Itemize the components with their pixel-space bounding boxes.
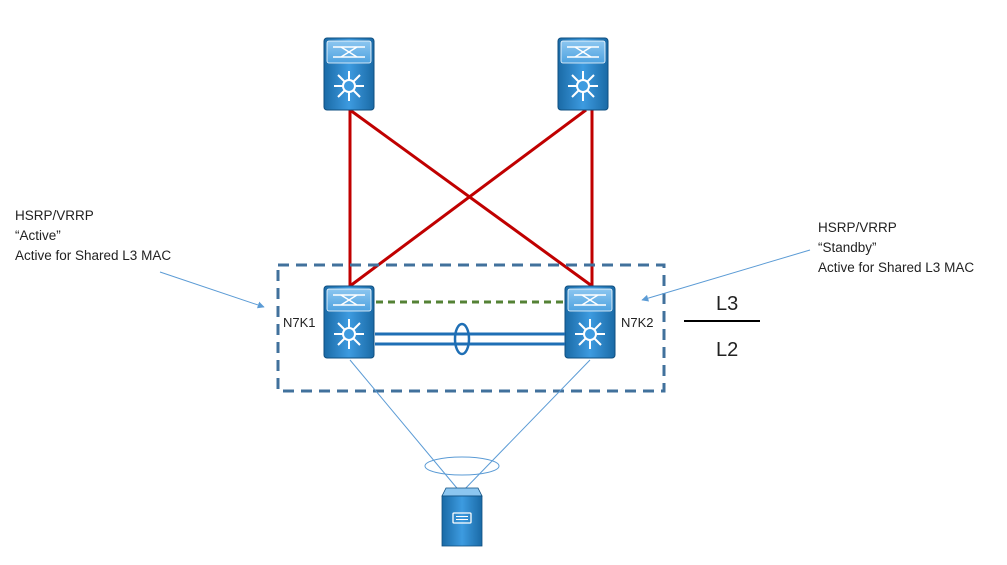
nexus-switch-icon — [323, 285, 375, 359]
annotation-active-line3: Active for Shared L3 MAC — [15, 248, 171, 263]
server[interactable] — [441, 487, 483, 547]
switch-n7k2[interactable] — [564, 285, 616, 359]
peer-link — [375, 322, 565, 356]
annotation-active: HSRP/VRRP “Active” Active for Shared L3 … — [15, 208, 265, 309]
uplink-core2-n7k1 — [349, 108, 587, 288]
nexus-switch-icon — [564, 285, 616, 359]
annotation-active-arrow — [159, 271, 265, 309]
annotation-standby-arrow — [641, 249, 811, 302]
annotation-active-line1: HSRP/VRRP — [15, 208, 94, 223]
layer-boundary: L3 L2 — [684, 293, 760, 361]
annotation-standby-line1: HSRP/VRRP — [818, 220, 897, 235]
annotation-active-line2: “Active” — [15, 228, 61, 243]
uplink-core1-n7k2 — [349, 108, 593, 288]
access-link-n7k2 — [460, 359, 591, 494]
layer-l2-label: L2 — [716, 339, 738, 361]
vpc-domain-box — [276, 263, 666, 393]
layer-l3-label: L3 — [716, 293, 738, 315]
uplink-lines — [348, 108, 594, 288]
annotation-standby: HSRP/VRRP “Standby” Active for Shared L3… — [641, 220, 974, 302]
core-switch-right[interactable] — [557, 37, 609, 111]
n7k2-label: N7K2 — [621, 315, 654, 330]
n7k1-label: N7K1 — [283, 315, 316, 330]
access-links — [349, 359, 591, 494]
access-link-n7k1 — [349, 359, 462, 494]
peer-link-bundle-ellipse — [453, 322, 471, 356]
nexus-switch-icon — [557, 37, 609, 111]
nexus-switch-icon — [323, 37, 375, 111]
server-icon — [441, 487, 483, 547]
core-switch-left[interactable] — [323, 37, 375, 111]
switch-n7k1[interactable] — [323, 285, 375, 359]
port-channel-ellipse — [424, 456, 500, 476]
annotation-standby-line3: Active for Shared L3 MAC — [818, 260, 974, 275]
annotation-standby-line2: “Standby” — [818, 240, 877, 255]
